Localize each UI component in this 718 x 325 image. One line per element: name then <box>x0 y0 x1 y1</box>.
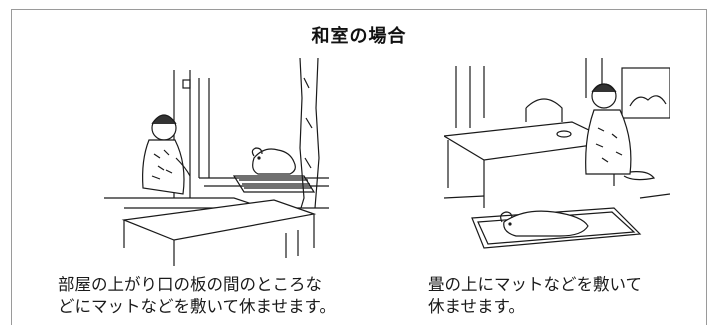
caption-entrance-line1: 部屋の上がり口の板の間のところな <box>58 275 322 294</box>
section-heading: 和室の場合 <box>311 26 407 47</box>
illustration-entrance <box>104 58 329 266</box>
tatami-scene-svg <box>444 58 670 249</box>
caption-tatami-line1: 畳の上にマットなどを敷いて <box>428 275 643 294</box>
caption-entrance-line2: どにマットなどを敷いて休ませます。 <box>58 297 336 316</box>
content-panel: 和室の場合 <box>11 9 707 325</box>
caption-tatami: 畳の上にマットなどを敷いて 休ませます。 <box>428 274 642 318</box>
caption-tatami-line2: 休ませます。 <box>428 297 525 316</box>
illustration-tatami <box>444 58 670 266</box>
entrance-scene-svg <box>104 58 329 266</box>
caption-entrance: 部屋の上がり口の板の間のところな どにマットなどを敷いて休ませます。 <box>58 274 336 318</box>
